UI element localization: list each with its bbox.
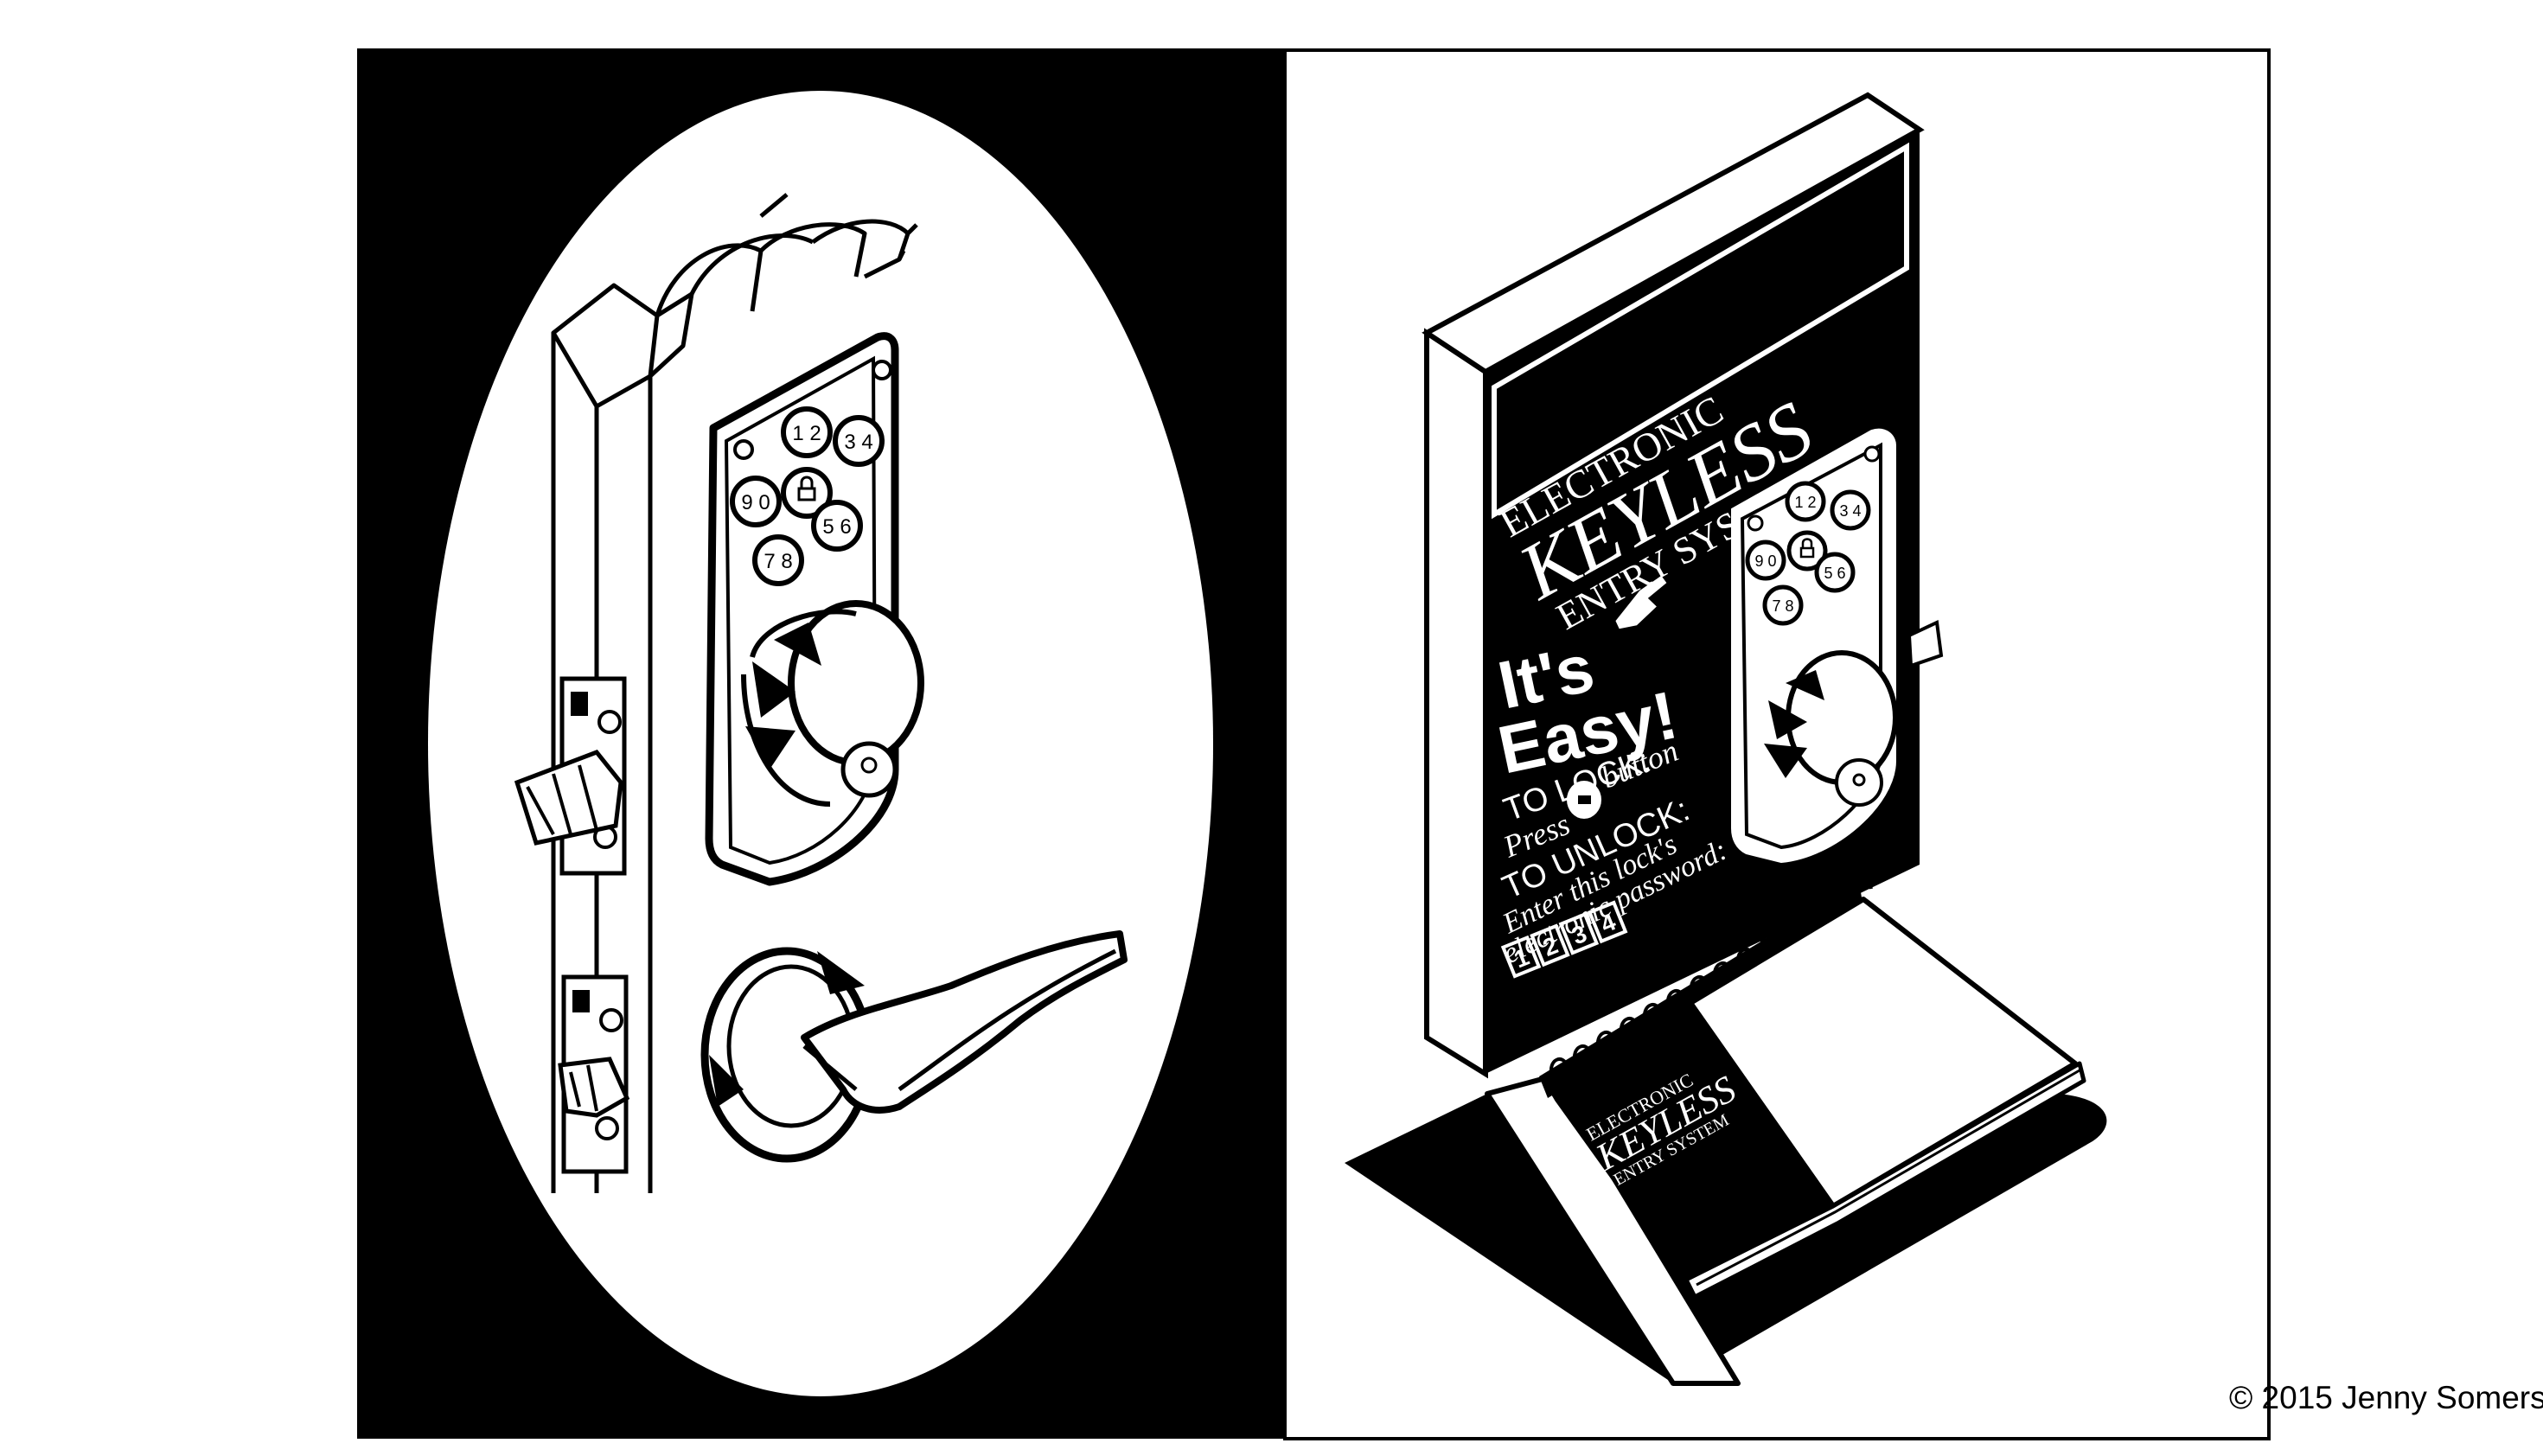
sign-keyhole-icon xyxy=(1852,773,1866,787)
sign-keypad: 1 2 3 4 9 0 5 6 7 8 xyxy=(1745,481,1871,626)
padlock-icon xyxy=(797,476,816,501)
key-7-8: 7 8 xyxy=(752,534,804,586)
sign-key-7-8-label: 7 8 xyxy=(1772,597,1793,615)
sign-key-lock xyxy=(1786,530,1828,572)
key-5-6: 5 6 xyxy=(811,500,863,552)
keyhole-icon xyxy=(860,757,878,774)
sign-key-3-4-label: 3 4 xyxy=(1839,502,1861,520)
key-lock xyxy=(781,467,833,519)
sign-deadbolt-knob xyxy=(1764,650,1898,807)
key-9-0: 9 0 xyxy=(730,476,782,527)
lower-strike-plate xyxy=(558,974,630,1174)
sign-bolt xyxy=(1907,620,1944,668)
key-5-6-label: 5 6 xyxy=(822,515,851,539)
sign-key-3-4: 3 4 xyxy=(1830,489,1871,531)
booklet: ELECTRONIC KEYLESS ENTRY SYSTEM xyxy=(1539,878,2086,1300)
sign-padlock-icon xyxy=(1799,538,1815,559)
keypad: 1 2 3 4 9 0 5 6 7 8 xyxy=(730,406,885,586)
sign-key-9-0: 9 0 xyxy=(1745,540,1786,581)
door-frame xyxy=(551,193,918,1193)
lock-button-icon xyxy=(1567,781,1601,819)
deadbolt-knob xyxy=(741,600,924,807)
sign-key-9-0-label: 9 0 xyxy=(1754,552,1776,570)
upper-strike-plate xyxy=(514,676,627,876)
left-panel: 1 2 3 4 9 0 5 6 7 8 xyxy=(357,48,1285,1439)
sign-key-1-2-label: 1 2 xyxy=(1794,494,1816,511)
key-1-2: 1 2 xyxy=(781,406,833,458)
sign-key-5-6-label: 5 6 xyxy=(1824,565,1845,582)
sign-header-band xyxy=(1492,142,1909,520)
key-1-2-label: 1 2 xyxy=(792,422,821,445)
copyright-credit: © 2015 Jenny Somers xyxy=(2229,1380,2543,1415)
pointing-hand-icon xyxy=(1615,575,1667,629)
key-3-4-label: 3 4 xyxy=(844,431,872,454)
stand-ledge xyxy=(1485,1074,1741,1386)
lever-handle xyxy=(700,930,1128,1163)
key-9-0-label: 9 0 xyxy=(741,491,770,514)
sign-board-side xyxy=(1424,328,1488,1079)
sign-key-5-6: 5 6 xyxy=(1814,552,1856,593)
sign-key-7-8: 7 8 xyxy=(1762,584,1804,626)
key-7-8-label: 7 8 xyxy=(764,550,792,573)
right-panel: ELECTRONIC KEYLESS ENTRY SYSTEM It's Eas… xyxy=(1283,48,2271,1440)
sign-key-1-2: 1 2 xyxy=(1785,481,1826,522)
key-3-4: 3 4 xyxy=(833,415,885,467)
spiral-binding xyxy=(1549,878,1873,1077)
